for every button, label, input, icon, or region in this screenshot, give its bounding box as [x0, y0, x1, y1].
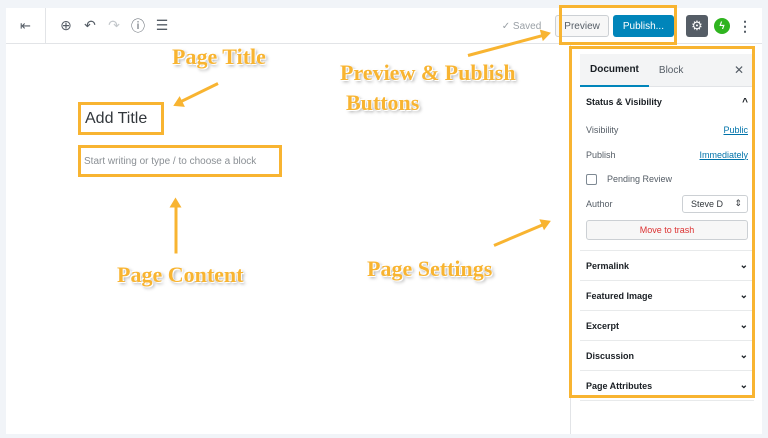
visibility-link[interactable]: Public: [723, 124, 748, 135]
publish-date-link[interactable]: Immediately: [699, 149, 748, 160]
document-panel: Status & Visibility ^ Visibility Public …: [580, 87, 754, 401]
excerpt-section[interactable]: Excerpt ⌄: [580, 311, 754, 341]
chevron-down-icon: ⌄: [739, 290, 748, 301]
annotation-page-content: Page Content: [117, 262, 244, 287]
visibility-row: Visibility Public: [580, 117, 754, 142]
sidebar-tabs: Document Block ✕: [580, 54, 754, 87]
block-navigation-icon[interactable]: ☰: [155, 17, 169, 33]
chevron-down-icon: ⌄: [739, 380, 748, 391]
chevron-down-icon: ⌄: [739, 260, 748, 271]
close-icon[interactable]: ✕: [733, 63, 744, 77]
pending-review-label[interactable]: Pending Review: [607, 174, 673, 184]
saved-status: ✓ Saved: [501, 20, 542, 32]
editor-tools: ⊕ ↶ ↷ ⓘ ☰: [54, 14, 174, 38]
visibility-label: Visibility: [586, 124, 619, 135]
publish-label: Publish: [586, 149, 616, 160]
section-title: Discussion: [586, 350, 635, 361]
settings-sidebar: Document Block ✕ Status & Visibility ^ V…: [570, 45, 762, 434]
publish-row: Publish Immediately: [580, 142, 754, 167]
chevron-up-icon: ^: [742, 96, 748, 108]
author-label: Author: [586, 198, 613, 209]
section-title: Permalink: [586, 260, 630, 271]
info-icon[interactable]: ⓘ: [131, 17, 145, 34]
title-input[interactable]: Add Title: [78, 102, 164, 135]
discussion-section[interactable]: Discussion ⌄: [580, 341, 754, 371]
publish-tools: ✓ Saved Preview Publish... ⚙ ϟ ⋮: [502, 8, 762, 44]
editor-window: ⇤ ⊕ ↶ ↷ ⓘ ☰ ✓ Saved Preview Publish... ⚙…: [6, 7, 762, 434]
section-title: Page Attributes: [586, 380, 653, 391]
status-visibility-header[interactable]: Status & Visibility ^: [580, 87, 754, 117]
author-row: Author Steve D ⇕: [580, 191, 754, 216]
more-options-icon[interactable]: ⋮: [738, 17, 752, 34]
add-block-icon[interactable]: ⊕: [60, 17, 72, 33]
preview-publish-highlight: [559, 5, 677, 45]
settings-gear-icon[interactable]: ⚙: [686, 15, 708, 37]
permalink-section[interactable]: Permalink ⌄: [580, 251, 754, 281]
section-title: Status & Visibility: [586, 97, 662, 107]
preview-button[interactable]: Preview: [555, 15, 609, 37]
top-toolbar: ⇤ ⊕ ↶ ↷ ⓘ ☰ ✓ Saved Preview Publish... ⚙…: [6, 7, 762, 44]
redo-icon[interactable]: ↷: [108, 17, 120, 33]
page-attributes-section[interactable]: Page Attributes ⌄: [580, 371, 754, 401]
author-select[interactable]: Steve D ⇕: [682, 194, 748, 213]
back-icon[interactable]: ⇤: [6, 7, 46, 44]
featured-image-section[interactable]: Featured Image ⌄: [580, 281, 754, 311]
section-title: Featured Image: [586, 290, 653, 301]
author-value: Steve D: [691, 198, 724, 209]
select-arrows-icon: ⇕: [734, 198, 742, 208]
pending-review-checkbox[interactable]: [586, 173, 597, 185]
tab-block[interactable]: Block: [658, 64, 684, 76]
annotation-preview-publish-line2: Buttons: [346, 90, 420, 115]
status-visibility-section: Status & Visibility ^ Visibility Public …: [580, 87, 754, 251]
editor-canvas: Add Title Start writing or type / to cho…: [6, 45, 570, 434]
move-to-trash-button[interactable]: Move to trash: [586, 220, 748, 240]
content-block-input[interactable]: Start writing or type / to choose a bloc…: [78, 145, 282, 177]
annotation-page-settings: Page Settings: [367, 256, 493, 281]
tab-document[interactable]: Document: [580, 54, 649, 87]
chevron-down-icon: ⌄: [739, 350, 748, 361]
chevron-down-icon: ⌄: [739, 320, 748, 331]
jetpack-icon[interactable]: ϟ: [714, 18, 730, 34]
annotation-preview-publish-line1: Preview & Publish: [340, 60, 516, 85]
pending-review-row: Pending Review: [580, 167, 754, 191]
undo-icon[interactable]: ↶: [84, 17, 96, 33]
publish-button[interactable]: Publish...: [612, 15, 674, 37]
section-title: Excerpt: [586, 320, 620, 331]
arrow-to-content-icon: [174, 201, 178, 254]
annotation-page-title: Page Title: [172, 44, 266, 69]
